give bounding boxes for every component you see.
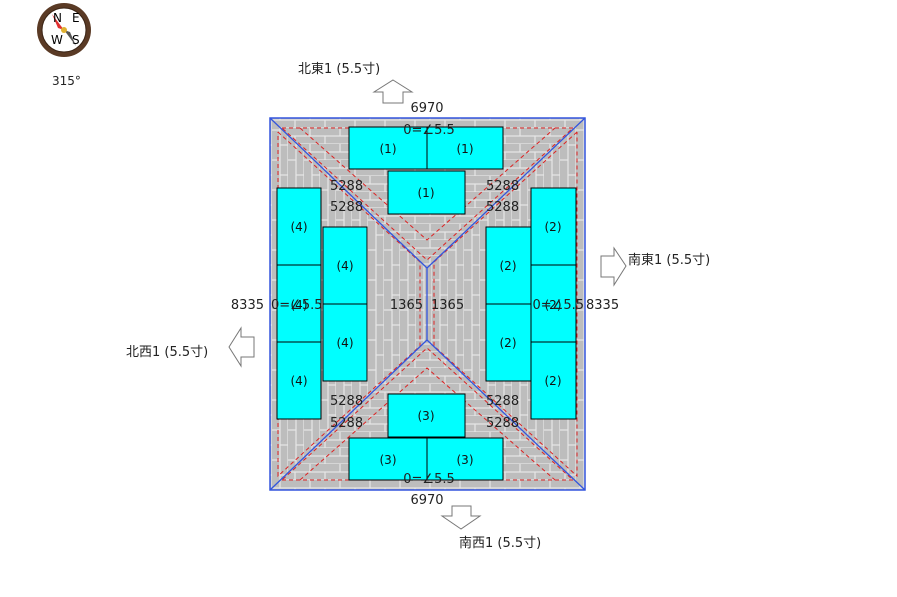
panel-label-s3: (3) — [457, 453, 474, 467]
side-label-south: 南西1 (5.5寸) — [459, 535, 541, 551]
panel-e5[interactable] — [485, 303, 532, 382]
slope-bottom: 0=∠5.5 — [403, 472, 455, 487]
dim-hip-tr-2: 5288 — [486, 200, 519, 215]
slope-right: 0=∠5.5 — [533, 298, 585, 313]
panel-label-w3: (4) — [291, 374, 308, 388]
panel-label-e4: (2) — [500, 259, 517, 273]
compass-east: E — [72, 11, 80, 25]
panel-s2[interactable] — [348, 437, 428, 481]
panel-n2[interactable] — [426, 126, 504, 170]
panel-label-e3: (2) — [545, 374, 562, 388]
slope-top: 0=∠5.5 — [403, 123, 455, 138]
compass-icon: N E S W — [37, 3, 91, 57]
side-label-east: 南東1 (5.5寸) — [628, 252, 710, 268]
panel-e4[interactable] — [485, 226, 532, 305]
dim-hip-br-1: 5288 — [486, 394, 519, 409]
arrow-up-icon — [372, 79, 414, 104]
panel-label-n2: (1) — [457, 142, 474, 156]
dim-right: 8335 — [586, 298, 619, 313]
slope-left: 0=∠5.5 — [271, 298, 323, 313]
dim-center-right: 1365 — [431, 298, 464, 313]
arrow-left-icon — [228, 326, 255, 368]
dim-hip-bl-1: 5288 — [330, 394, 363, 409]
panel-n3[interactable] — [387, 170, 466, 215]
hip-lines — [269, 117, 586, 491]
panel-s1[interactable] — [387, 393, 466, 438]
side-label-west: 北西1 (5.5寸) — [126, 345, 208, 360]
panel-label-w5: (4) — [337, 336, 354, 350]
compass-angle: 315° — [52, 74, 81, 88]
compass-south: S — [72, 33, 80, 47]
dimension-labels: 6970 0=∠5.5 6970 0=∠5.5 8335 0=∠5.5 8335… — [231, 101, 619, 508]
dim-bottom: 6970 — [410, 493, 443, 508]
solar-panels: (1) (1) (1) (3) (3) (3) (4) (4) (4) (4) … — [276, 126, 577, 481]
panel-label-e1: (2) — [545, 220, 562, 234]
panel-label-e5: (2) — [500, 336, 517, 350]
panel-w4[interactable] — [322, 226, 368, 305]
panel-w1[interactable] — [276, 187, 322, 266]
panel-label-w1: (4) — [291, 220, 308, 234]
dim-hip-tr-1: 5288 — [486, 179, 519, 194]
dim-hip-tl-2: 5288 — [330, 200, 363, 215]
panel-label-n1: (1) — [380, 142, 397, 156]
dim-center-left: 1365 — [390, 298, 423, 313]
side-label-north: 北東1 (5.5寸) — [298, 61, 380, 77]
panel-label-e2: (2) — [545, 298, 562, 312]
dim-hip-br-2: 5288 — [486, 416, 519, 431]
compass-west: W — [51, 33, 63, 47]
panel-label-n3: (1) — [418, 186, 435, 200]
side-arrows: 北東1 (5.5寸) 南東1 (5.5寸) 南西1 (5.5寸) 北西1 (5.… — [126, 61, 710, 551]
panel-w2[interactable] — [276, 264, 322, 343]
panel-n1[interactable] — [348, 126, 428, 170]
panel-label-s1: (3) — [418, 409, 435, 423]
panel-e3[interactable] — [530, 341, 577, 420]
roof-outline — [269, 117, 586, 491]
compass-north: N — [53, 11, 62, 25]
arrow-down-icon — [440, 505, 482, 530]
panel-e1[interactable] — [530, 187, 577, 266]
panel-s3[interactable] — [426, 437, 504, 481]
panel-label-w2: (4) — [291, 298, 308, 312]
dim-left: 8335 — [231, 298, 264, 313]
panel-label-w4: (4) — [337, 259, 354, 273]
panel-w5[interactable] — [322, 303, 368, 382]
dim-top: 6970 — [410, 101, 443, 116]
panel-label-s2: (3) — [380, 453, 397, 467]
panel-w3[interactable] — [276, 341, 322, 420]
arrow-right-icon — [600, 246, 627, 287]
dim-hip-bl-2: 5288 — [330, 416, 363, 431]
dim-hip-tl-1: 5288 — [330, 179, 363, 194]
